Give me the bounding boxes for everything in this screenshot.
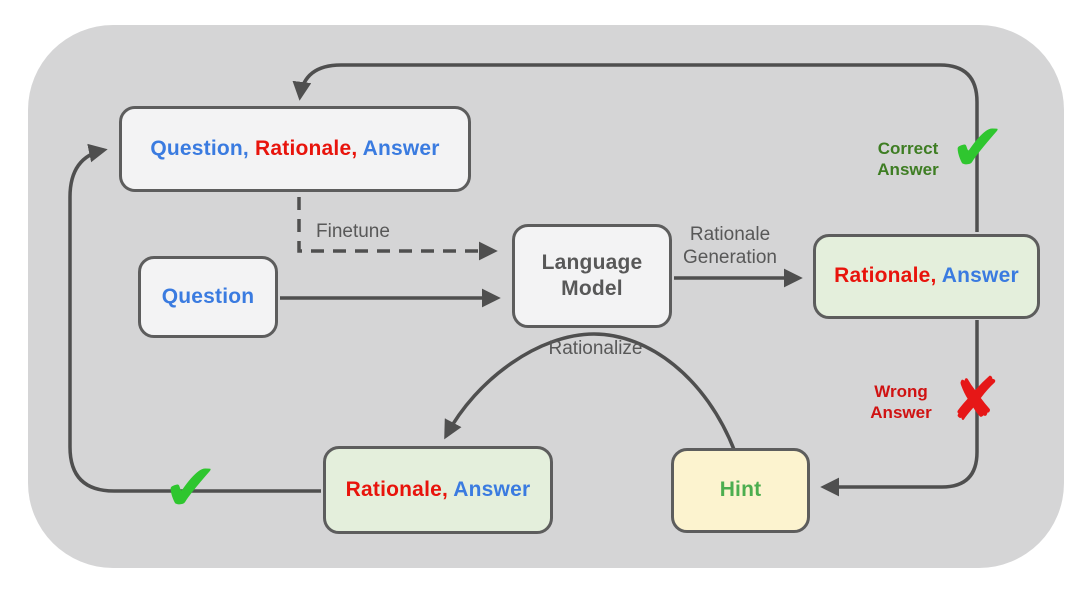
wrong-answer-label: Wrong Answer: [870, 382, 932, 423]
hint-text: Hint: [719, 478, 762, 502]
node-rationale-answer-right: Rationale, Answer: [813, 234, 1040, 319]
language-model-text: Language Model: [541, 250, 643, 300]
node-language-model: Language Model: [512, 224, 672, 328]
edge-wrong-to-hint: [820, 320, 979, 497]
correct-checkmark-icon: ✔: [950, 109, 1006, 186]
edge-left-loop: [68, 143, 321, 493]
ra-right-text: Rationale, Answer: [834, 263, 1019, 289]
edge-correct-loop: [292, 63, 979, 232]
rationale-generation-label: Rationale Generation: [682, 224, 777, 268]
node-qra-text: Question, Rationale, Answer: [150, 136, 439, 162]
qra-answer-text: Answer: [362, 136, 440, 160]
rationalize-label: Rationalize: [548, 338, 643, 359]
ra-right-rationale-text: Rationale,: [834, 264, 942, 288]
node-hint: Hint: [671, 448, 810, 533]
finetune-label: Finetune: [316, 221, 390, 242]
wrong-x-icon: ✘: [950, 365, 1001, 435]
question-text: Question: [161, 284, 255, 308]
node-rationale-answer-bottom: Rationale, Answer: [323, 446, 553, 534]
qra-question-text: Question,: [150, 136, 255, 160]
correct-answer-label: Correct Answer: [877, 139, 939, 180]
node-question: Question: [138, 256, 278, 338]
ra-right-answer-text: Answer: [941, 264, 1019, 288]
loop-checkmark-icon: ✔: [163, 449, 219, 526]
edge-rationalize: [444, 332, 737, 453]
qra-rationale-text: Rationale,: [255, 136, 363, 160]
node-question-rationale-answer: Question, Rationale, Answer: [119, 106, 471, 192]
ra-bottom-answer-text: Answer: [453, 477, 531, 501]
ra-bottom-text: Rationale, Answer: [346, 477, 531, 503]
edge-finetune: [297, 197, 498, 261]
ra-bottom-rationale-text: Rationale,: [345, 477, 454, 501]
